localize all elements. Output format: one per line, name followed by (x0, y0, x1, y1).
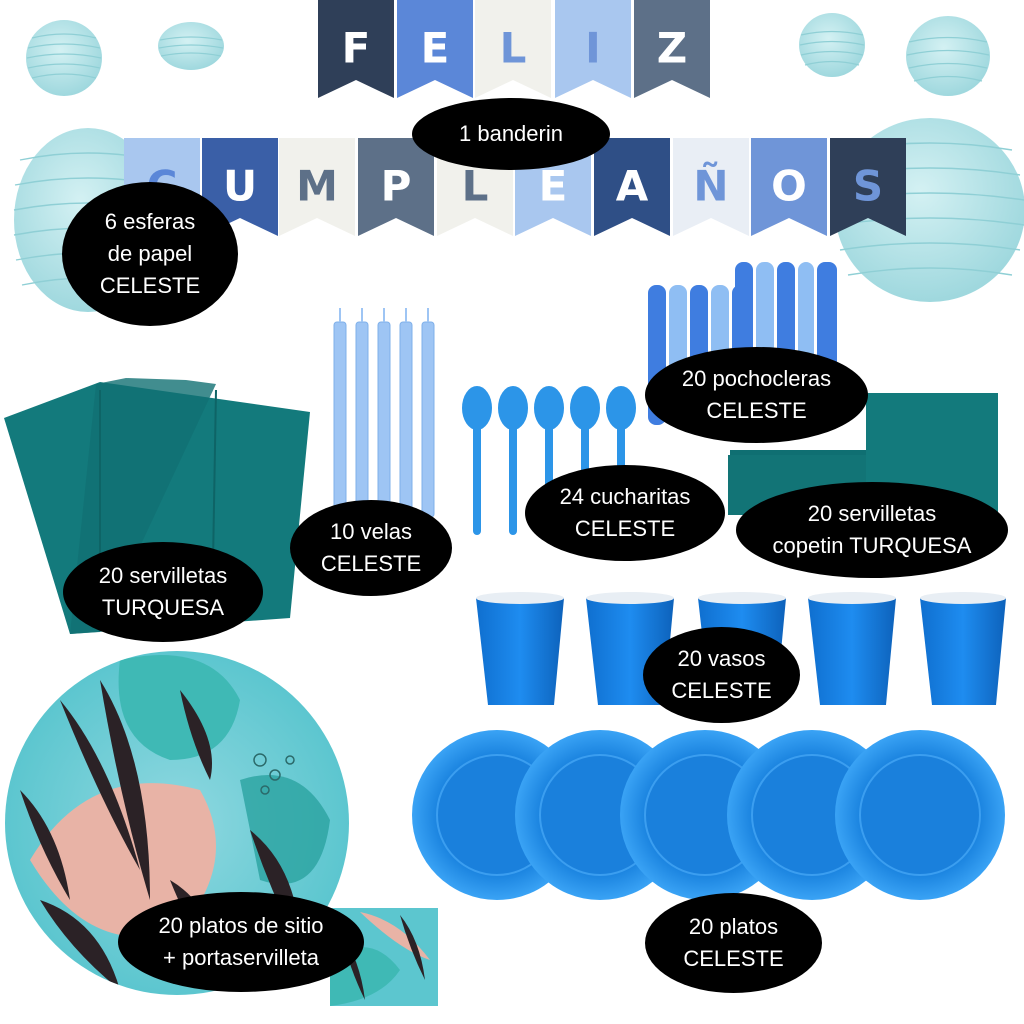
label-esferas: 6 esferas de papel CELESTE (62, 182, 238, 326)
banner-flag: S (830, 138, 906, 236)
banner-flag: O (751, 138, 827, 236)
label-pochocleras: 20 pochocleras CELESTE (645, 347, 868, 443)
cups (476, 592, 1006, 705)
banner-letter: A (616, 161, 649, 210)
banner-letter: Z (657, 23, 687, 72)
banner-letter: P (381, 161, 412, 210)
label-platos: 20 platos CELESTE (645, 893, 822, 993)
banner-letter: L (500, 23, 527, 72)
label-vasos: 20 vasos CELESTE (643, 627, 800, 723)
label-servilletas: 20 servilletas TURQUESA (63, 542, 263, 642)
banner-flag: F (318, 0, 394, 98)
banner-flag: A (594, 138, 670, 236)
label-platos-sitio: 20 platos de sitio + portaservilleta (118, 892, 364, 992)
lantern-small-2 (158, 22, 224, 70)
blue-plates (412, 730, 1005, 900)
lantern-small-1 (26, 20, 102, 96)
lantern-small-4 (906, 16, 990, 96)
banner-letter: U (223, 161, 257, 210)
banner-letter: E (421, 23, 450, 72)
banner-letter: I (585, 23, 601, 72)
banner-letter: M (296, 161, 338, 210)
banner-flag: Ñ (673, 138, 749, 236)
banner-flag: P (358, 138, 434, 236)
banner-flag: L (475, 0, 551, 98)
banner-letter: O (771, 161, 807, 210)
lantern-small-3 (799, 13, 865, 77)
candles (333, 308, 435, 518)
label-velas: 10 velas CELESTE (290, 500, 452, 596)
banner-flag: M (279, 138, 355, 236)
banner-letter: F (342, 23, 371, 72)
label-servilletas-copetin: 20 servilletas copetin TURQUESA (736, 482, 1008, 578)
banner-letter: Ñ (693, 160, 728, 210)
banner-flag: Z (634, 0, 710, 98)
banner-letter: L (462, 161, 489, 210)
banner-letter: S (853, 161, 883, 210)
banner-flag: I (555, 0, 631, 98)
label-cucharitas: 24 cucharitas CELESTE (525, 465, 725, 561)
banner-flag: E (397, 0, 473, 98)
label-banderin: 1 banderin (412, 98, 610, 170)
banner-letter: E (539, 161, 568, 210)
